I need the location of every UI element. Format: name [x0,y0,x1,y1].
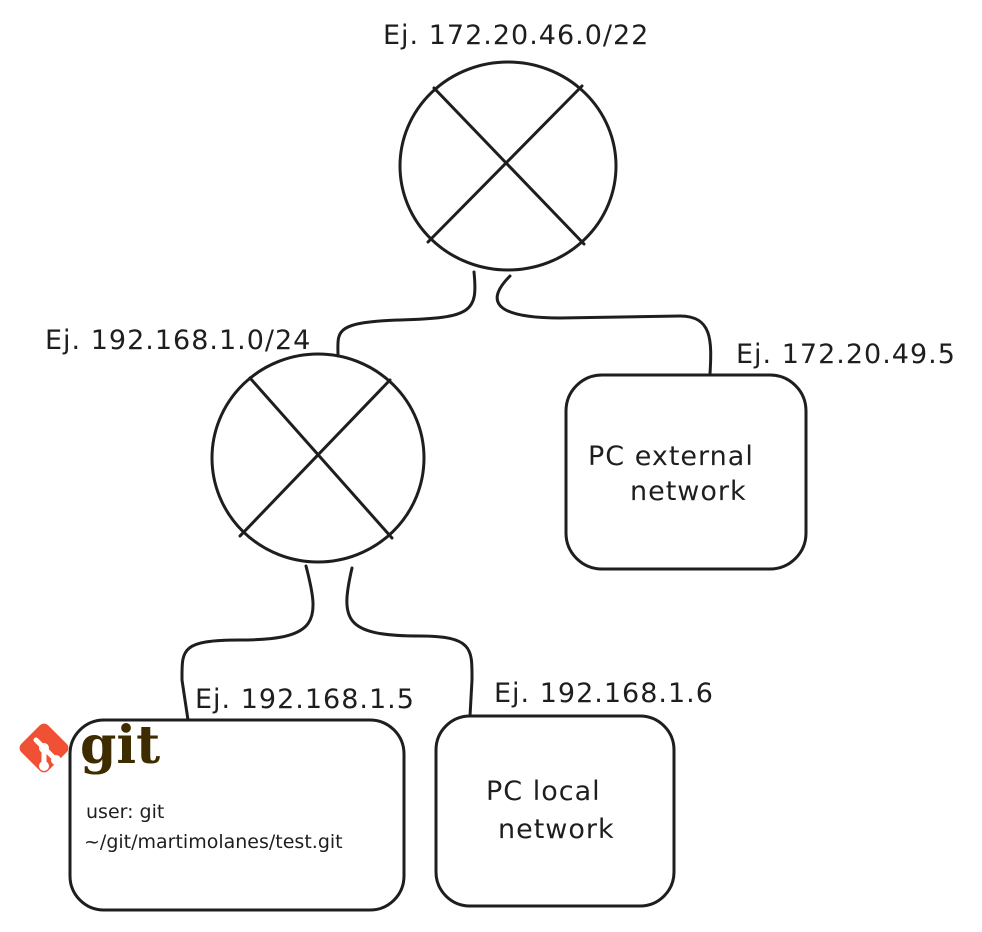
git-server-box [68,718,406,912]
pc-external-node[interactable]: PC external network [564,373,808,571]
pc-external-line2: network [630,476,747,507]
router-top-cross-b [426,84,584,244]
cable-mid-to-local [345,566,474,718]
router-mid-subnet-label: Ej. 192.168.1.0/24 [45,325,311,356]
router-mid[interactable] [210,352,426,564]
router-mid-circle [210,352,426,564]
git-server-node[interactable]: git user: git ~/git/martimolanes/test.gi… [17,715,406,912]
router-top-cross-a [432,86,586,246]
pc-local-line1: PC local [486,776,601,807]
pc-local-line2: network [498,814,615,845]
git-logo-icon [19,723,69,773]
cable-top-to-external [495,274,713,376]
pc-local-ip-label: Ej. 192.168.1.6 [494,678,714,709]
pc-external-ip-label: Ej. 172.20.49.5 [736,339,956,370]
git-wordmark: git [80,715,160,776]
git-server-path: ~/git/martimolanes/test.git [84,831,343,853]
router-top[interactable] [398,60,618,272]
pc-external-box [564,373,808,571]
pc-local-box [434,714,676,908]
pc-external-line1: PC external [588,441,754,472]
pc-local-node[interactable]: PC local network [434,714,676,908]
router-mid-cross-a [248,376,394,540]
cable-top-to-mid [336,270,477,358]
router-top-subnet-label: Ej. 172.20.46.0/22 [383,20,649,51]
router-mid-cross-b [238,378,392,538]
git-server-user: user: git [86,801,164,823]
git-server-ip-label: Ej. 192.168.1.5 [195,684,415,715]
router-top-circle [398,60,618,272]
cable-mid-to-git [180,564,315,722]
